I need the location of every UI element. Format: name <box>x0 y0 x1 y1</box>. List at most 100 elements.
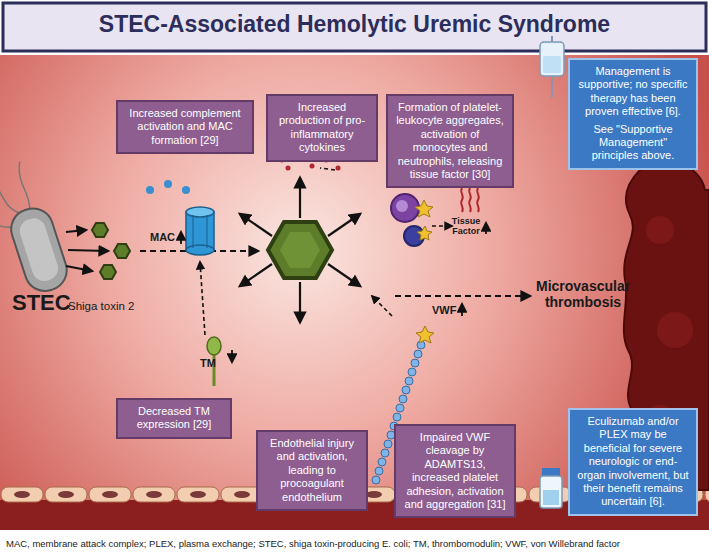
iv-bag-icon <box>551 76 553 98</box>
tissue-factor-label: Tissue Factor <box>448 216 484 237</box>
leukocytes <box>415 200 433 217</box>
toxin-arrows <box>395 295 530 297</box>
stec-bacterium <box>0 158 72 308</box>
vwf-strand <box>372 476 380 484</box>
leukocytes <box>391 194 419 222</box>
box-text: Impaired VWF cleavage by ADAMTS13, incre… <box>402 431 508 511</box>
mechanism-box: Impaired VWF cleavage by ADAMTS13, incre… <box>394 424 516 518</box>
dashed-links <box>320 168 335 170</box>
mechanism-box: Increased complement activation and MAC … <box>116 100 254 154</box>
mac-icon <box>186 207 214 255</box>
vwf-strand <box>414 350 422 358</box>
level-arrows <box>231 350 233 362</box>
box-text: Management is supportive; no specific th… <box>576 65 690 119</box>
mac-icon <box>193 215 194 248</box>
central-toxin <box>268 222 332 278</box>
box-text: Endothelial injury and activation, leadi… <box>264 437 360 504</box>
cytokine-dots <box>286 166 291 171</box>
leukocytes <box>417 226 432 240</box>
complement-dots <box>182 186 190 194</box>
vwf-strand <box>396 404 404 412</box>
toxin-arrows <box>68 250 108 251</box>
stec-bacterium <box>6 203 72 296</box>
toxin-hexagons <box>92 223 108 237</box>
complement-dots <box>146 180 190 194</box>
vwf-strand <box>399 395 407 403</box>
tissue-factor <box>469 188 471 212</box>
vial-icon <box>543 490 559 505</box>
mac-icon <box>186 245 214 255</box>
toxin-arrows <box>66 230 86 232</box>
thrombosis-label: Microvascular thrombosis <box>536 278 630 310</box>
thrombus-blob <box>657 312 693 348</box>
central-toxin <box>268 222 332 278</box>
mechanism-box: Increased production of pro-inflammatory… <box>266 94 378 162</box>
box-text: Formation of platelet-leukocyte aggregat… <box>394 101 506 181</box>
box-text: See "Supportive Management" principles a… <box>576 123 690 163</box>
dashed-links <box>200 262 205 335</box>
cytokine-dots <box>336 166 341 171</box>
central-toxin <box>280 232 320 268</box>
iv-bag-icon <box>543 56 561 73</box>
complement-dots <box>164 180 172 188</box>
vwf-strand <box>408 368 416 376</box>
leukocytes <box>391 194 433 246</box>
mac-label: MAC <box>150 231 175 244</box>
mechanism-box: Decreased TM expression [29] <box>116 398 232 439</box>
tissue-factor <box>461 188 463 212</box>
box-text: Increased production of pro-inflammatory… <box>274 101 370 155</box>
dashed-links <box>200 168 452 335</box>
effect-arrows <box>240 214 272 236</box>
iv-bag-icon <box>540 36 564 98</box>
organism-label: STEC <box>12 290 71 315</box>
iv-bag-icon <box>540 42 564 76</box>
vwf-strand <box>381 449 389 457</box>
effect-arrows <box>328 264 360 286</box>
therapy-box: Eculizumab and/or PLEX may be beneficial… <box>568 408 698 516</box>
vwf-strand <box>416 326 434 343</box>
thrombomodulin <box>207 337 221 355</box>
effect-arrows <box>328 214 360 236</box>
box-text: Eculizumab and/or PLEX may be beneficial… <box>576 415 690 509</box>
mechanism-box: Endothelial injury and activation, leadi… <box>256 430 368 511</box>
vwf-label: VWF <box>432 304 456 317</box>
caption: MAC, membrane attack complex; PLEX, plas… <box>6 538 706 549</box>
tissue-factor <box>461 188 479 212</box>
toxin-hexagons <box>114 244 130 258</box>
level-arrows <box>180 232 182 244</box>
effect-arrows <box>299 282 301 322</box>
tissue-factor <box>477 188 479 212</box>
leukocytes <box>396 200 408 212</box>
diagram-title: STEC-Associated Hemolytic Uremic Syndrom… <box>0 11 709 38</box>
effect-arrows <box>240 264 272 286</box>
mac-icon <box>207 215 208 248</box>
mac-icon <box>186 207 214 217</box>
background <box>0 55 709 530</box>
management-box: Management is supportive; no specific th… <box>568 58 698 170</box>
vwf-strand <box>393 413 401 421</box>
vial-icon <box>542 468 560 476</box>
box-text: Increased complement activation and MAC … <box>124 107 246 147</box>
mechanism-box: Formation of platelet-leukocyte aggregat… <box>386 94 514 188</box>
vwf-strand <box>405 377 413 385</box>
vwf-strand <box>402 386 410 394</box>
box-text: Decreased TM expression [29] <box>124 405 224 432</box>
vial-icon <box>540 468 562 508</box>
vial-icon <box>540 476 562 508</box>
vwf-strand <box>378 458 386 466</box>
level-arrows <box>485 223 487 234</box>
level-arrows <box>181 223 486 362</box>
tm-label: TM <box>200 357 216 370</box>
effect-arrows <box>240 178 360 322</box>
thrombus-blob <box>646 216 674 244</box>
effect-arrows <box>299 178 301 218</box>
vwf-strand <box>384 440 392 448</box>
toxin-hexagons <box>100 265 116 279</box>
complement-dots <box>146 186 154 194</box>
cytokine-dots <box>310 164 315 169</box>
level-arrows <box>461 304 463 316</box>
toxin-label: Shiga toxin 2 <box>68 300 135 313</box>
